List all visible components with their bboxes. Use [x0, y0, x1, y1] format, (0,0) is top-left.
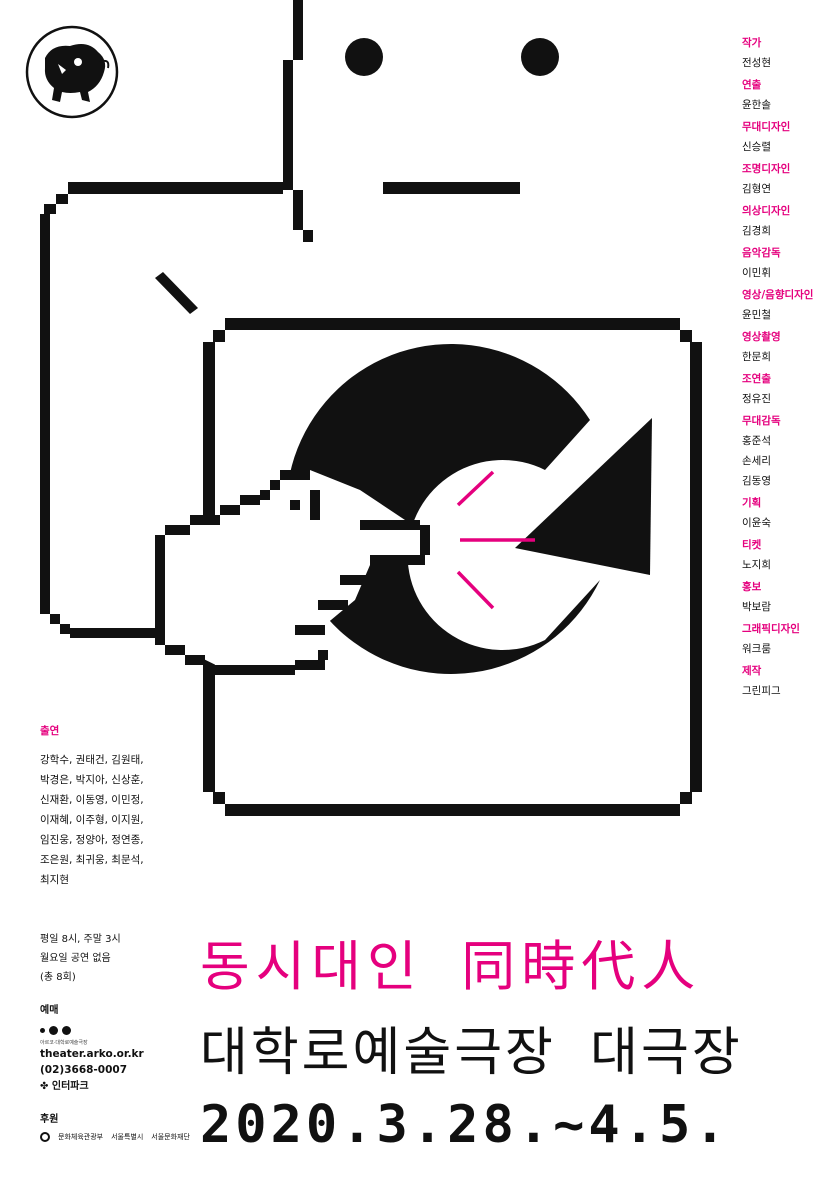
- cast-title: 출연: [40, 725, 60, 737]
- credit-name: 전성현: [742, 57, 771, 69]
- credit-role: 조명디자인: [742, 163, 791, 175]
- credit-role: 의상디자인: [742, 205, 791, 217]
- credit-role: 그래픽디자인: [742, 623, 800, 635]
- credit-name: 홍준석: [742, 435, 771, 447]
- sponsor-org1: 문화체육관광부: [58, 1133, 104, 1141]
- performance-dates: 2020.3.28.~4.5.: [200, 1095, 730, 1155]
- screen-frame: [203, 318, 702, 816]
- click-burst: [456, 470, 535, 610]
- schedule-line: 월요일 공연 없음: [40, 953, 111, 964]
- credit-name: 워크룸: [742, 643, 771, 655]
- info-block: 평일 8시, 주말 3시 월요일 공연 없음 (총 8회) 예매 아르코·대학로…: [40, 930, 200, 1142]
- credit-role: 연출: [742, 79, 762, 91]
- cast-line: 최지현: [40, 874, 69, 886]
- credit-name: 김형연: [742, 183, 771, 195]
- credit-role: 영상/음향디자인: [742, 289, 814, 301]
- credit-role: 무대디자인: [742, 121, 791, 133]
- credit-name: 윤민철: [742, 309, 771, 321]
- face-outline: [40, 0, 559, 638]
- credit-role: 티켓: [742, 539, 762, 551]
- credit-name: 김경희: [742, 225, 771, 237]
- credit-name: 손세리: [742, 455, 771, 467]
- phone-number: (02)3668-0007: [40, 1064, 128, 1076]
- credit-role: 조연출: [742, 373, 771, 385]
- arko-logo-text: 아르코·대학로예술극장: [40, 1040, 88, 1046]
- pig-logo-icon: [25, 25, 119, 119]
- booking-title: 예매: [40, 1005, 59, 1016]
- credit-name: 이윤숙: [742, 517, 771, 529]
- cast-line: 신재환, 이동영, 이민정,: [40, 794, 144, 806]
- credit-role: 무대감독: [742, 415, 781, 427]
- sponsor-logos: 문화체육관광부 서울특별시 서울문화재단: [40, 1132, 200, 1142]
- interpark-link[interactable]: ✤ 인터파크: [40, 1081, 89, 1092]
- credit-name: 신승렬: [742, 141, 771, 153]
- credit-name: 윤한솔: [742, 99, 771, 111]
- cursor-hand-icon: [155, 470, 430, 675]
- cast-line: 강학수, 권태건, 김원태,: [40, 754, 144, 766]
- arko-logo: [40, 1021, 200, 1039]
- sponsor-title: 후원: [40, 1114, 59, 1125]
- credit-name: 정유진: [742, 393, 771, 405]
- cast-line: 박경은, 박지아, 신상훈,: [40, 774, 144, 786]
- credit-role: 기획: [742, 497, 762, 509]
- credit-role: 영상촬영: [742, 331, 781, 343]
- cast-block: 출연 강학수, 권태건, 김원태, 박경은, 박지아, 신상훈, 신재환, 이동영,…: [40, 723, 210, 890]
- credit-role: 작가: [742, 37, 762, 49]
- credit-name: 노지희: [742, 559, 771, 571]
- venue-title: 대학로예술극장 대극장: [200, 1023, 743, 1083]
- cast-line: 임진웅, 정양아, 정연종,: [40, 834, 144, 846]
- credit-name: 박보람: [742, 601, 771, 613]
- poster-graphic: [25, 0, 702, 816]
- credit-name: 한문희: [742, 351, 771, 363]
- credit-name: 김동영: [742, 475, 771, 487]
- cast-line: 조은원, 최귀웅, 최문석,: [40, 854, 144, 866]
- refresh-arrow-icon: [286, 343, 652, 674]
- credit-role: 홍보: [742, 581, 762, 593]
- credit-name: 이민휘: [742, 267, 771, 279]
- credit-role: 음악감독: [742, 247, 781, 259]
- sponsor-org3: 서울문화재단: [151, 1133, 190, 1141]
- sponsor-org2: 서울특별시: [111, 1133, 144, 1141]
- credit-name: 그린피그: [742, 685, 781, 697]
- website-link[interactable]: theater.arko.or.kr: [40, 1048, 144, 1060]
- schedule-line: 평일 8시, 주말 3시: [40, 934, 121, 945]
- interpark-icon: ✤: [40, 1081, 49, 1092]
- credit-role: 제작: [742, 665, 762, 677]
- government-emblem-icon: [40, 1132, 50, 1142]
- schedule-line: (총 8회): [40, 972, 76, 983]
- cast-line: 이재혜, 이주형, 이지원,: [40, 814, 144, 826]
- play-title: 동시대인 同時代人: [200, 935, 702, 998]
